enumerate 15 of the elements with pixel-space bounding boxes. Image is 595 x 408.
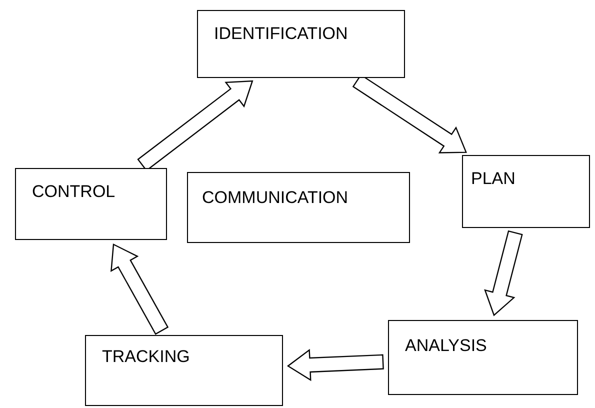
box-label: COMMUNICATION [202,187,348,208]
box-label: IDENTIFICATION [214,23,348,44]
box-label: CONTROL [32,181,116,202]
process-box [197,10,405,78]
block-arrow [484,230,523,316]
process-box [85,335,283,406]
process-box [187,172,410,243]
box-label: ANALYSIS [405,335,487,356]
block-arrow [286,348,384,382]
box-label: PLAN [471,168,516,190]
box-label: TRACKING [102,346,190,368]
process-box [462,155,590,228]
block-arrow [110,243,169,335]
process-box [388,320,578,395]
process-box [15,168,167,240]
